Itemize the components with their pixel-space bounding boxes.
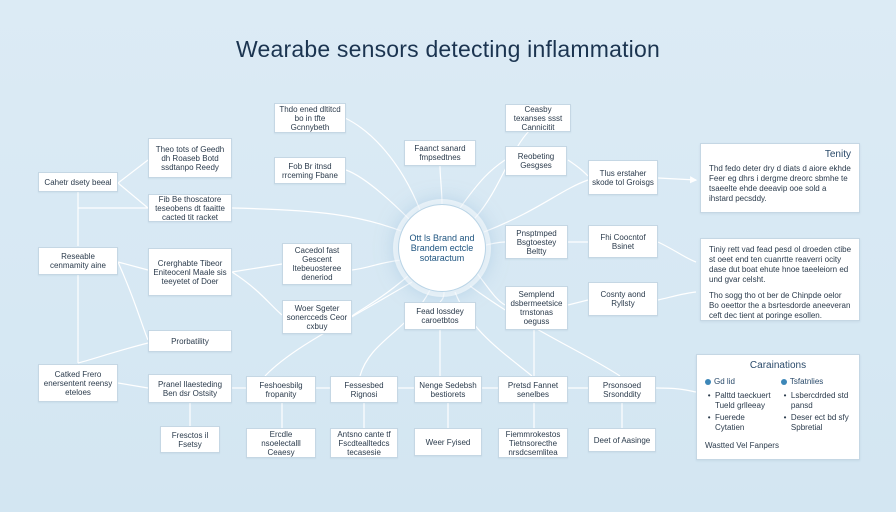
edge xyxy=(351,275,409,317)
node-b23[interactable]: Fessesbed Rignosi xyxy=(330,376,398,403)
edge xyxy=(483,179,589,233)
node-b25[interactable]: Pretsd Fannet senelbes xyxy=(498,376,568,403)
node-b14[interactable]: Fead lossdey caroetbtos xyxy=(404,302,476,330)
node-b27[interactable]: Fresctos il Fsetsy xyxy=(160,426,220,453)
edge xyxy=(231,263,283,273)
edge xyxy=(345,169,411,221)
node-b22[interactable]: Feshoesbilg fropanity xyxy=(246,376,316,403)
node-b19[interactable]: Prorbatility xyxy=(148,330,232,352)
edge xyxy=(459,159,506,209)
panel-tenity-text: Thd fedo deter dry d diats d aiore ekhde… xyxy=(709,164,851,203)
edge xyxy=(657,291,697,301)
diagram-title: Wearabe sensors detecting inflammation xyxy=(236,36,660,62)
legend-panel: Carainations Gd lid Palttd taeckuert Tue… xyxy=(696,354,860,460)
panel-middle-paragraph-2: Tho sogg tho ot ber de Chinpde oelor Bo … xyxy=(709,291,851,320)
node-b12[interactable]: Cacedol fast Gescent ltebeuosteree dener… xyxy=(282,243,352,285)
panel-middle: Tiniy rett vad fead pesd ol droeden ctib… xyxy=(700,238,860,321)
panel-tenity-heading: Tenity xyxy=(824,149,851,160)
node-b32[interactable]: Deet of Aasinge xyxy=(588,428,656,452)
edge xyxy=(485,241,506,246)
edge xyxy=(231,271,283,316)
edge xyxy=(117,261,149,341)
node-b05[interactable]: Fib Be thoscatore teseobens dt faaitte c… xyxy=(148,194,232,222)
node-b09[interactable]: Tlus erstaher skode tol Groisgs xyxy=(588,160,658,195)
legend-dot-icon xyxy=(780,378,787,385)
node-b26[interactable]: Prsonsoed Srsonddity xyxy=(588,376,656,403)
legend-col1-item: Fuerede Cytatien xyxy=(715,413,775,433)
node-b20[interactable]: Catked Frero enersentent reensy eteloes xyxy=(38,364,118,402)
legend-col2-heading: Tsfatnlies xyxy=(789,377,824,386)
legend-col2-item: Deser ect bd sfy Spbretial xyxy=(791,413,851,433)
node-b02[interactable]: Theo tots of Geedh dh Roaseb Botd ssdtan… xyxy=(148,138,232,178)
panel-middle-paragraph-1: Tiniy rett vad fead pesd ol droeden ctib… xyxy=(709,245,852,284)
node-b24[interactable]: Nenge Sedebsh bestiorets xyxy=(414,376,482,403)
edge xyxy=(657,176,698,184)
legend-col1-item: Palttd taeckuert Tueld grlleeay xyxy=(715,391,775,411)
node-b13[interactable]: Woer Sgeter sonercceds Ceor cxbuy xyxy=(282,300,352,334)
node-b08[interactable]: Reobeting Gesgses xyxy=(505,146,567,176)
edge xyxy=(77,342,149,364)
legend-dot-icon xyxy=(705,378,711,385)
node-b30[interactable]: Weer Fyised xyxy=(414,428,482,456)
edge xyxy=(474,129,531,219)
node-b15[interactable]: Pnsptmped Bsgtoestey Beltty xyxy=(505,225,568,259)
node-b17[interactable]: Semplend dsbermeetsice trnstonas oeguss xyxy=(505,286,568,330)
edge xyxy=(264,281,413,377)
central-hub-node[interactable]: Ott ls Brand and Brandem ectcle sotaract… xyxy=(398,204,486,292)
node-b04[interactable]: Cahetr dsety beeal xyxy=(38,172,118,192)
edge xyxy=(117,382,149,389)
node-b16[interactable]: Fhi Coocntof Bsinet xyxy=(588,225,658,258)
node-b11[interactable]: Crerghabte Tibeor Eniteocenl Maale sis t… xyxy=(148,248,232,296)
edge xyxy=(655,387,697,393)
edge xyxy=(344,117,421,211)
node-b21[interactable]: Pranel Ilaesteding Ben dsr Ostsity xyxy=(148,374,232,403)
edge xyxy=(117,182,149,209)
edge xyxy=(469,285,621,377)
edge xyxy=(117,261,149,271)
node-b10[interactable]: Reseable cenmamity aine xyxy=(38,247,118,275)
node-b06[interactable]: Faanct sanard fmpsedtnes xyxy=(404,140,476,166)
node-b29[interactable]: Antsno cante tf Fscdtealltedcs tecasesie xyxy=(330,428,398,458)
legend-heading: Carainations xyxy=(749,360,807,371)
edge xyxy=(567,299,589,306)
node-b18[interactable]: Cosnty aond Ryllsty xyxy=(588,282,658,316)
edge xyxy=(231,207,405,233)
edge xyxy=(475,271,506,306)
edge xyxy=(439,165,443,205)
legend-footer: Wastted Vel Fanpers xyxy=(705,441,779,450)
panel-tenity: Tenity Thd fedo deter dry d diats d aior… xyxy=(700,143,860,213)
node-b07[interactable]: Ceasby texanses ssst Cannicitit xyxy=(505,104,571,132)
edge xyxy=(351,259,403,271)
edge xyxy=(567,159,589,177)
legend-col1-heading: Gd lid xyxy=(714,377,735,386)
node-b31[interactable]: Fiemmrokestos Tietnsorecthe nrsdcsemlite… xyxy=(498,428,568,458)
node-b28[interactable]: Ercdle nsoelectalll Ceaesy xyxy=(246,428,316,458)
node-b01[interactable]: Thdo ened dltitcd bo in tfte Gcnnybeth xyxy=(274,103,346,133)
edge xyxy=(439,291,445,303)
edge xyxy=(117,159,149,184)
node-b03[interactable]: Fob Br itnsd rrceming Fbane xyxy=(274,157,346,184)
legend-col2-item: Lsbercdrded std pansd xyxy=(791,391,851,411)
edge xyxy=(657,241,697,263)
